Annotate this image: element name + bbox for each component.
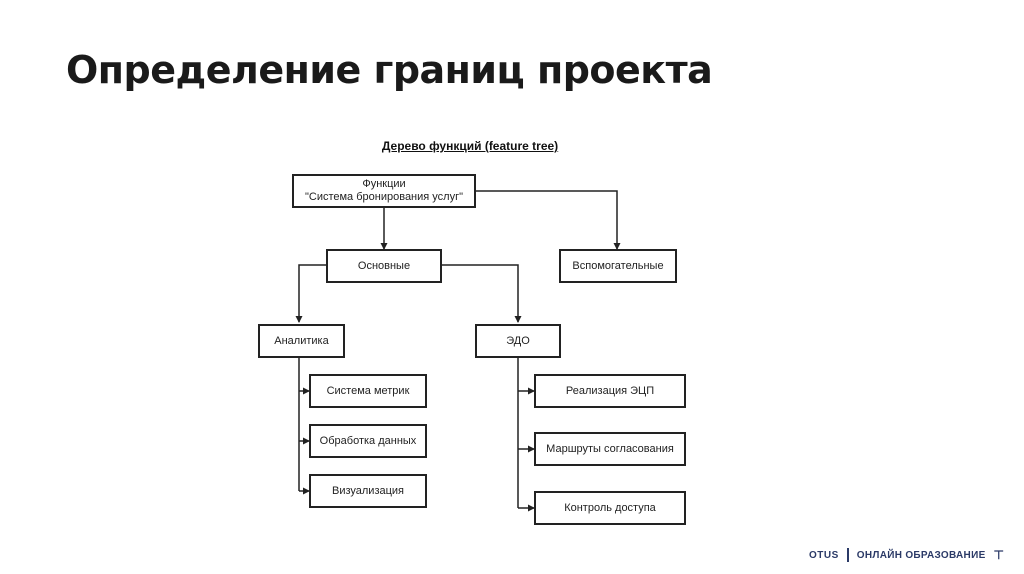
node-edo: ЭДО [475, 324, 561, 358]
node-metrics: Система метрик [309, 374, 427, 408]
footer-brand: OTUS [809, 549, 839, 561]
node-aux: Вспомогательные [559, 249, 677, 283]
node-processing: Обработка данных [309, 424, 427, 458]
node-root-label: Функции [362, 178, 406, 190]
node-analytics: Аналитика [258, 324, 345, 358]
otus-emblem-icon: ⊤ [993, 548, 1004, 562]
edge-root-aux [476, 190, 621, 250]
diagram-title: Дерево функций (feature tree) [381, 139, 559, 153]
node-access: Контроль доступа [534, 491, 686, 525]
node-signature: Реализация ЭЦП [534, 374, 686, 408]
footer-logo: OTUS ОНЛАЙН ОБРАЗОВАНИЕ ⊤ [809, 548, 1004, 562]
edge-main-analytics [295, 264, 326, 323]
page-title: Определение границ проекта [66, 48, 713, 92]
node-visualization: Визуализация [309, 474, 427, 508]
footer-divider [846, 548, 849, 562]
node-routes: Маршруты согласования [534, 432, 686, 466]
node-root-sublabel: "Система бронирования услуг" [304, 191, 464, 203]
node-root: Функции "Система бронирования услуг" [292, 174, 476, 208]
edge-main-edo [442, 264, 522, 323]
footer-tagline: ОНЛАЙН ОБРАЗОВАНИЕ [856, 549, 986, 561]
node-main: Основные [326, 249, 442, 283]
